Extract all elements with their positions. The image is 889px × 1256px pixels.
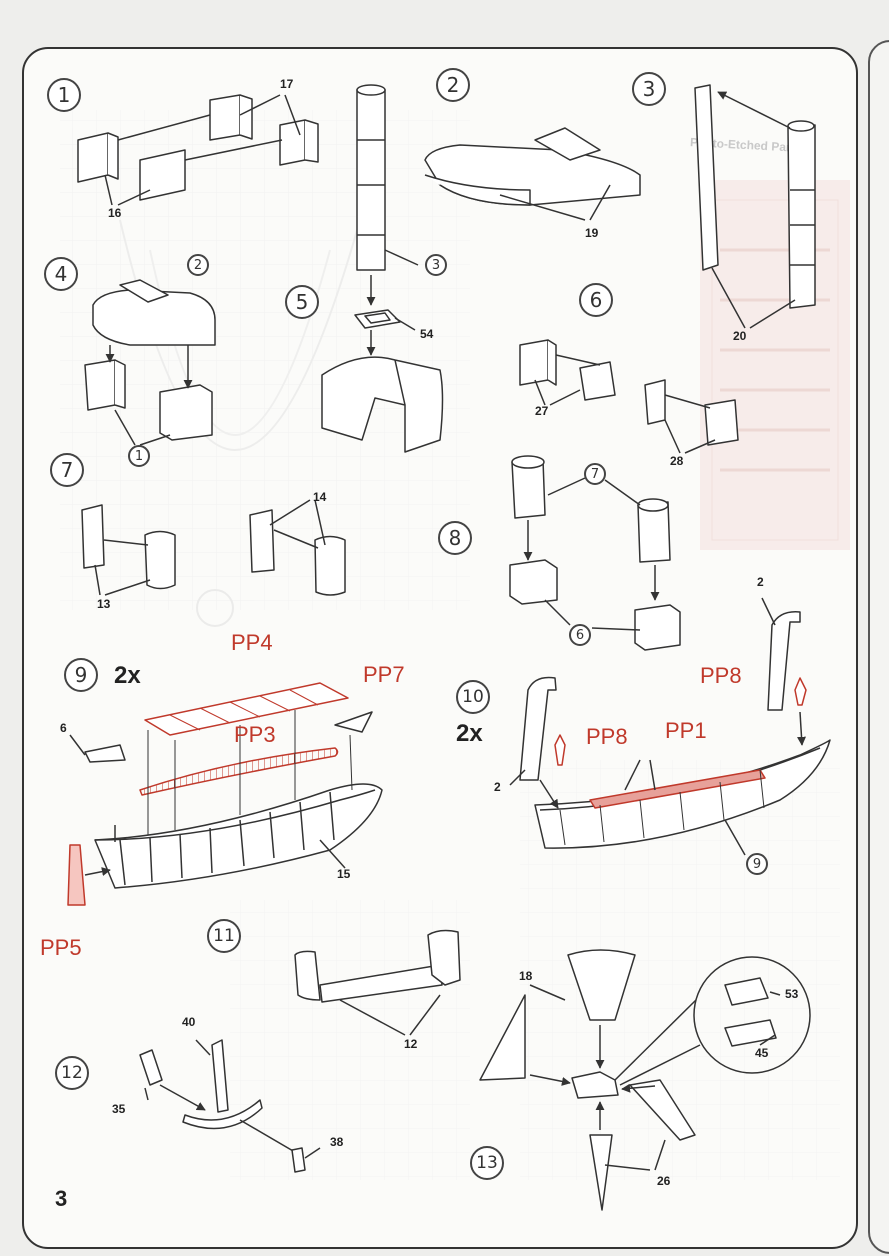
part-27-label: 27 xyxy=(535,404,549,418)
step3-drawing xyxy=(694,84,816,329)
part-26-label: 26 xyxy=(657,1174,671,1188)
step4-drawing xyxy=(84,279,216,446)
step12-drawing xyxy=(139,1039,321,1173)
ref-part-7-circle: 7 xyxy=(584,463,606,485)
step11-drawing xyxy=(294,929,461,1036)
step-9-badge: 9 xyxy=(64,658,98,692)
step2-drawing xyxy=(424,127,641,221)
part-19-label: 19 xyxy=(585,226,599,240)
part-40-label: 40 xyxy=(182,1015,196,1029)
step-1-badge: 1 xyxy=(47,78,81,112)
step10-boat xyxy=(509,597,831,856)
step-5-badge: 5 xyxy=(285,285,319,319)
part-16-label: 16 xyxy=(108,206,122,220)
pe-pp3-label: PP3 xyxy=(234,722,276,747)
part-17-label: 17 xyxy=(280,77,294,91)
part-54-label: 54 xyxy=(420,327,434,341)
pe-pp8-label-right: PP8 xyxy=(700,663,742,688)
part-20-label: 20 xyxy=(733,329,747,343)
part-38-label: 38 xyxy=(330,1135,344,1149)
step10-multiplier: 2x xyxy=(456,720,483,747)
step-4-badge: 4 xyxy=(44,257,78,291)
step-13-badge: 13 xyxy=(470,1146,504,1180)
part-12-label: 12 xyxy=(404,1037,418,1051)
pe-pp4-label: PP4 xyxy=(231,630,273,655)
part-45-label: 45 xyxy=(755,1046,769,1060)
ref-part-6-circle: 6 xyxy=(569,624,591,646)
step9-boat xyxy=(67,682,383,906)
pe-pp1-label: PP1 xyxy=(665,718,707,743)
part-35-label: 35 xyxy=(112,1102,126,1116)
step-10-badge: 10 xyxy=(456,680,490,714)
pe-pp7-label: PP7 xyxy=(363,662,405,687)
pe-pp8-label-left: PP8 xyxy=(586,724,628,749)
part-2-label-right: 2 xyxy=(757,575,764,589)
step-8-badge: 8 xyxy=(438,521,472,555)
step-12-badge: 12 xyxy=(55,1056,89,1090)
pe-pp5-label: PP5 xyxy=(40,935,82,960)
step6-drawing xyxy=(519,339,739,454)
ghost-background xyxy=(60,110,850,1180)
ref-part-3-circle: 3 xyxy=(425,254,447,276)
step1-drawing xyxy=(77,94,319,206)
part-13-label: 13 xyxy=(97,597,111,611)
part-15-label: 15 xyxy=(337,867,351,881)
part-28-label: 28 xyxy=(670,454,684,468)
ref-part-9-circle: 9 xyxy=(746,853,768,875)
step13-drawing xyxy=(479,949,811,1211)
ref-part-1-circle: 1 xyxy=(128,445,150,467)
step8-drawing xyxy=(509,455,681,651)
step-2-badge: 2 xyxy=(436,68,470,102)
step-3-badge: 3 xyxy=(632,72,666,106)
part-18-label: 18 xyxy=(519,969,533,983)
part-14-label: 14 xyxy=(313,490,327,504)
step-11-badge: 11 xyxy=(207,919,241,953)
step5-column xyxy=(321,84,444,453)
step9-multiplier: 2x xyxy=(114,662,141,689)
step-6-badge: 6 xyxy=(579,283,613,317)
part-53-label: 53 xyxy=(785,987,799,1001)
part-2-label-left: 2 xyxy=(494,780,501,794)
step7-drawing xyxy=(81,499,346,596)
part-6-label: 6 xyxy=(60,721,67,735)
ref-part-2-circle: 2 xyxy=(187,254,209,276)
step-7-badge: 7 xyxy=(50,453,84,487)
page-number: 3 xyxy=(55,1186,68,1211)
